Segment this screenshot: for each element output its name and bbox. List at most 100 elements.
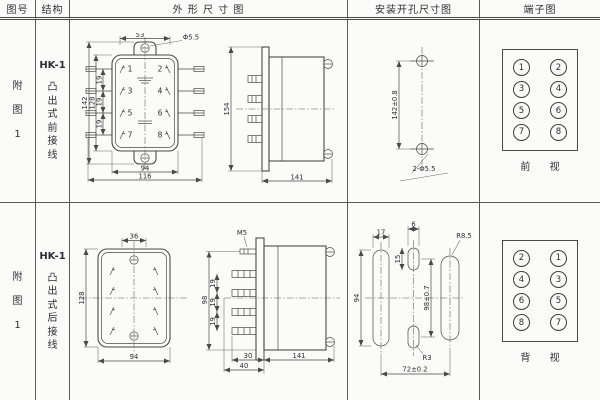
dim-19a: 19 (95, 76, 103, 85)
model-name: HK-1 (39, 60, 66, 71)
row1-terminal-diagram: 1 3 5 7 2 4 6 8 前 视 (480, 20, 600, 203)
row1-outline-drawings: 1 2 3 4 5 6 7 8 53 Φ5.5 142 (70, 20, 348, 203)
terminal-6: 6 (157, 109, 162, 118)
dim-94: 94 (129, 353, 138, 361)
term-circle: 7 (513, 123, 530, 141)
term-circle: 2 (550, 59, 567, 76)
terminal-box: 1 3 5 7 2 4 6 8 (502, 49, 578, 151)
terminal-col-right: 1 3 5 7 (550, 249, 567, 332)
terminal-box: 2 4 6 8 1 3 5 7 (502, 239, 578, 342)
front-view-drawing: 1 2 3 4 5 6 7 8 53 Φ5.5 142 (81, 33, 204, 183)
rear-contacts (109, 266, 158, 335)
side-view-drawing: 154 141 (223, 46, 336, 184)
header-mounting: 安装开孔尺寸图 (348, 0, 480, 20)
header-outline-label: 外 形 尺 寸 图 (172, 5, 245, 16)
dim-141: 141 (290, 174, 303, 182)
term-circle: 5 (513, 102, 530, 120)
dim-141: 141 (292, 352, 305, 360)
rear-view-drawing: 36 128 94 (78, 233, 188, 363)
slot-centerlines (364, 239, 465, 356)
dim-53: 53 (135, 33, 144, 39)
dim-19c: 19 (209, 317, 217, 326)
term-circle: 1 (513, 59, 530, 76)
front-dimensions: 53 Φ5.5 142 128 19 19 19 94 (81, 33, 202, 183)
term-circle: 6 (513, 292, 530, 310)
structure-text: 凸 出 式 后 接 线 (47, 272, 58, 352)
term-circle: 3 (550, 271, 567, 289)
terminal-col-right: 2 4 6 8 (550, 59, 567, 141)
label-m5: M5 (236, 229, 246, 237)
figure-number-text: 附 图 1 (12, 271, 23, 331)
side-body (235, 46, 336, 172)
contact-symbols (119, 64, 170, 140)
term-circle: 8 (550, 123, 567, 141)
dim-94: 94 (140, 165, 149, 173)
model-name: HK-1 (39, 250, 66, 262)
row1-mounting-drawing: 142±0.8 2-Φ5.5 (348, 20, 480, 203)
dim-154: 154 (223, 103, 231, 116)
mount-holes (409, 55, 434, 155)
terminal-view-front: 1 3 5 7 2 4 6 8 前 视 (502, 49, 578, 173)
figure-number-text: 附 图 1 (12, 81, 23, 140)
view-caption-rear: 背 视 (520, 352, 568, 364)
dim-19c: 19 (95, 120, 103, 129)
term-circle: 4 (513, 271, 530, 289)
header-structure-label: 结构 (41, 5, 64, 16)
term-circle: 1 (550, 249, 567, 267)
dim-6: 6 (411, 220, 415, 228)
mount-dimensions: 142±0.8 2-Φ5.5 (391, 60, 448, 182)
dim-116: 116 (138, 173, 151, 181)
dim-98: 98 (201, 296, 209, 305)
term-circle: 8 (513, 314, 530, 332)
dim-30: 30 (243, 352, 252, 360)
side-screws (322, 59, 333, 159)
term-circle: 5 (550, 292, 567, 310)
dim-15: 15 (394, 254, 402, 263)
terminal-5: 5 (127, 109, 132, 118)
side2-studs (231, 248, 256, 335)
rear-dimensions: 36 128 94 (78, 233, 170, 363)
side-view-rear-drawing: M5 98 19 19 19 30 40 141 (201, 229, 340, 374)
side2-dimensions: M5 98 19 19 19 30 40 141 (201, 229, 334, 374)
terminal-col-left: 2 4 6 8 (513, 249, 530, 332)
terminal-8: 8 (157, 131, 162, 140)
dim-142-08: 142±0.8 (391, 90, 399, 119)
dim-19b: 19 (95, 98, 103, 107)
side-dimensions: 154 141 (223, 46, 332, 184)
terminal-col-left: 1 3 5 7 (513, 59, 530, 141)
header-terminal: 端子图 (480, 0, 600, 20)
terminal-numbers: 1 2 3 4 5 6 7 8 (127, 65, 162, 140)
label-2-phi5-5: 2-Φ5.5 (412, 165, 435, 173)
header-mounting-label: 安装开孔尺寸图 (375, 5, 452, 16)
rear-body (79, 240, 188, 355)
header-outline: 外 形 尺 寸 图 (70, 0, 348, 20)
dim-128: 128 (88, 97, 96, 110)
terminal-3: 3 (127, 87, 132, 96)
label-r3: R3 (422, 354, 431, 362)
slot-dimensions: 17 6 15 94 98±0.7 R8.5 R3 72±0.2 (353, 220, 472, 376)
header-structure: 结构 (36, 0, 70, 20)
dim-98-07: 98±0.7 (423, 285, 431, 310)
front-body (110, 37, 179, 169)
terminal-1: 1 (127, 65, 132, 74)
term-circle: 7 (550, 314, 567, 332)
view-caption-front: 前 视 (520, 162, 568, 173)
side2-screws (324, 247, 335, 347)
terminal-4: 4 (157, 87, 162, 96)
dim-72-02: 72±0.2 (402, 365, 427, 373)
term-circle: 6 (550, 102, 567, 120)
header-figure-label: 图号 (6, 5, 29, 16)
row1-structure: HK-1 凸 出 式 前 接 线 (36, 20, 70, 203)
dim-94: 94 (353, 293, 361, 302)
dim-phi5-5: Φ5.5 (182, 34, 198, 42)
mounting-holes-drawing-1: 142±0.8 2-Φ5.5 (391, 47, 448, 182)
label-r8-5: R8.5 (456, 232, 472, 240)
row2-structure: HK-1 凸 出 式 后 接 线 (36, 203, 70, 400)
dim-17: 17 (376, 228, 385, 236)
mounting-holes-drawing-2: 17 6 15 94 98±0.7 R8.5 R3 72±0.2 (353, 220, 472, 376)
header-terminal-label: 端子图 (523, 5, 557, 16)
dim-128: 128 (78, 291, 86, 304)
header-figure-no: 图号 (0, 0, 36, 20)
term-circle: 4 (550, 80, 567, 98)
